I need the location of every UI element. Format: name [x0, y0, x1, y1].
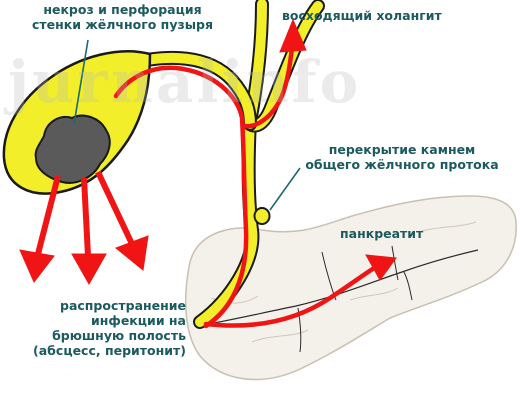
label-stone-line-2: общего жёлчного протока	[305, 157, 499, 172]
label-necrosis-line-2: стенки жёлчного пузыря	[31, 17, 214, 32]
label-spread-line-3: брюшную полость	[52, 328, 186, 343]
arrow-spread-3-head	[115, 235, 149, 271]
label-spread-line-4: (абсцесс, перитонит)	[33, 343, 186, 358]
arrow-ascending-shaft	[241, 45, 295, 129]
arrow-spread-1-head	[19, 249, 55, 283]
label-pancreatitis: панкреатит	[340, 226, 423, 241]
label-spread: распространение инфекции на брюшную поло…	[0, 298, 186, 358]
pancreas-lobule-line-3	[417, 221, 477, 233]
arrow-pancreatitis-head	[365, 254, 397, 281]
gallstone	[253, 207, 271, 225]
label-cholangitis: восходящий холангит	[282, 8, 442, 23]
label-stone-line-1: перекрытие камнем	[328, 142, 476, 157]
leader-necrosis	[73, 39, 89, 125]
label-cholangitis-text: восходящий холангит	[282, 8, 442, 23]
cystic-duct-lumen	[115, 53, 255, 129]
leader-lines	[73, 39, 301, 211]
common-bile-duct-lumen	[195, 115, 258, 327]
arrow-spread-2-shaft	[81, 177, 91, 257]
pancreas-lobule-line-4	[349, 287, 399, 301]
label-necrosis-line-1: некроз и перфорация	[43, 2, 202, 17]
duct-branch-3	[403, 271, 413, 301]
arrow-spread-2-head	[71, 253, 107, 286]
arrow-spread-1-shaft	[35, 175, 61, 255]
pancreatic-duct	[197, 249, 479, 327]
label-spread-line-1: распространение	[60, 298, 186, 313]
arrow-ascending-head	[279, 18, 307, 53]
necrosis-patch	[34, 114, 111, 184]
label-stone: перекрытие камнем общего жёлчного проток…	[286, 142, 518, 172]
label-necrosis: некроз и перфорация стенки жёлчного пузы…	[0, 2, 245, 32]
infection-arrows	[19, 18, 397, 329]
duct-branch-4	[297, 307, 302, 353]
label-pancreatitis-text: панкреатит	[340, 226, 424, 241]
watermark: jurnalinfo	[8, 48, 362, 116]
label-spread-line-2: инфекции на	[91, 313, 186, 328]
leader-stone	[269, 167, 301, 211]
pancreas-lobule-line-2	[251, 329, 309, 343]
arrow-pancreatitis-shaft	[203, 265, 377, 328]
arrow-to-gallbladder	[113, 65, 249, 329]
arrow-spread-3-shaft	[95, 170, 135, 246]
pancreas	[184, 195, 517, 381]
duct-branch-2	[391, 245, 399, 281]
